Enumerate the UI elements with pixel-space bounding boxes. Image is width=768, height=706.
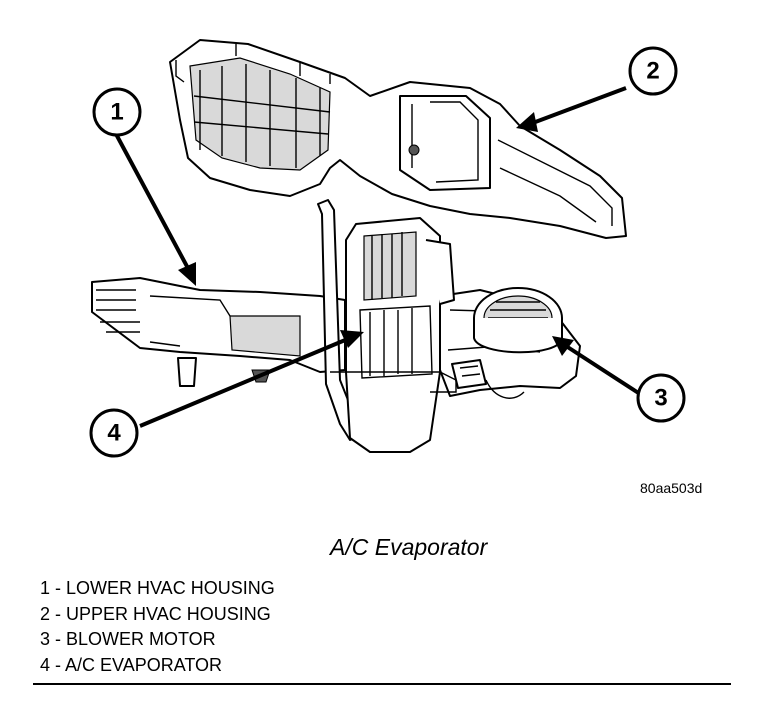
parts-legend: 1 - LOWER HVAC HOUSING 2 - UPPER HVAC HO… — [40, 576, 275, 678]
callout-4: 4 — [89, 408, 139, 458]
figure-caption: A/C Evaporator — [330, 534, 488, 560]
legend-item: 4 - A/C EVAPORATOR — [40, 654, 223, 675]
ac-evaporator-drawing — [330, 217, 457, 453]
upper-hvac-housing-drawing — [169, 39, 627, 239]
callout-1: 1 — [92, 87, 142, 137]
callout-1-number: 1 — [110, 99, 123, 126]
callout-2-number: 2 — [646, 58, 659, 85]
legend-item: 3 - BLOWER MOTOR — [40, 629, 216, 649]
blower-motor-drawing — [451, 287, 563, 389]
callout-3-number: 3 — [654, 385, 667, 412]
figure-reference-code: 80aa503d — [640, 480, 703, 496]
legend-item: 2 - UPPER HVAC HOUSING — [40, 603, 271, 624]
legend-item: 1 - LOWER HVAC HOUSING — [40, 578, 275, 598]
callout-2: 2 — [628, 46, 678, 96]
callout-4-number: 4 — [107, 420, 121, 447]
bottom-divider — [33, 683, 731, 685]
leader-lines — [114, 86, 642, 428]
callout-3: 3 — [636, 373, 686, 423]
